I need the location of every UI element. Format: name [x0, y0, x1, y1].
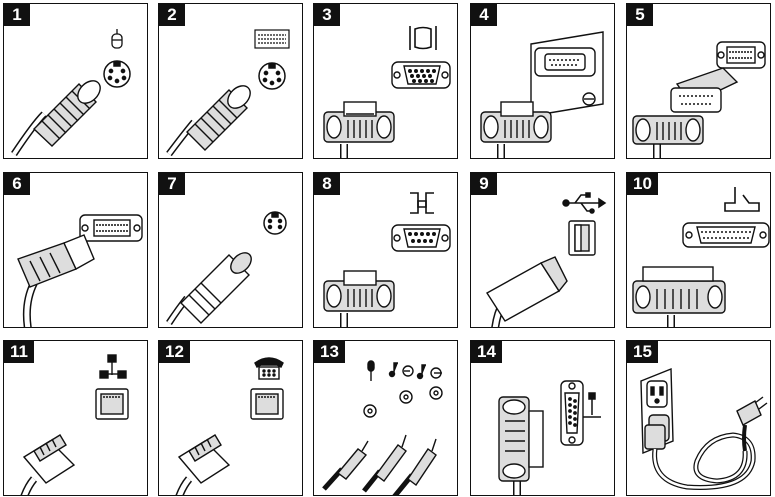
panel-dvi: 6 [3, 172, 148, 328]
vga-monitor-connector-illustration [314, 4, 458, 159]
audio-icon [368, 361, 442, 381]
ps2-keyboard-connector-illustration [159, 4, 303, 159]
joystick-icon [583, 393, 601, 417]
s-video-icon [264, 212, 286, 234]
printer-icon [725, 187, 759, 211]
rj45-plug [24, 435, 74, 496]
vga-port-icon [392, 62, 450, 88]
s-video-plug [169, 249, 255, 323]
panel-serial: 8 [313, 172, 458, 328]
phone-icon [255, 358, 283, 379]
mouse-icon [112, 29, 122, 48]
panel-phone: 12 [158, 340, 303, 496]
serial-plug [324, 271, 394, 328]
vga-adapter-icon [531, 32, 603, 116]
usb-port-icon [569, 221, 595, 255]
rj11-port-icon [251, 389, 283, 419]
panel-keyboard: 2 [158, 3, 303, 159]
ethernet-icon [100, 355, 126, 378]
serial-connector-illustration [314, 173, 458, 328]
serial-icon [410, 193, 434, 213]
s-video-connector-illustration [159, 173, 303, 328]
panel-audio: 13 [313, 340, 458, 496]
usb-plug [487, 257, 567, 328]
rj45-port-icon [96, 389, 128, 419]
ps2-port-icon [104, 61, 130, 87]
audio-jacks [364, 387, 442, 417]
dvi-connector-illustration [4, 173, 148, 328]
panel-power: 15 [626, 340, 771, 496]
dvi-adapter-connector-illustration [627, 4, 771, 159]
ps2-plug [14, 76, 105, 154]
vga-plug [633, 116, 703, 159]
serial-port-icon [392, 225, 450, 251]
game-port-icon [561, 381, 583, 445]
panel-dvi-adapter: 5 [626, 3, 771, 159]
dvi-adapter-icon [671, 42, 765, 112]
parallel-port-icon [683, 223, 769, 247]
rj11-plug [179, 435, 229, 496]
panel-printer: 10 [626, 172, 771, 328]
ps2-plug [169, 81, 255, 154]
vga-adapter-connector-illustration [471, 4, 615, 159]
panel-s-video: 7 [158, 172, 303, 328]
monitor-icon [410, 26, 436, 50]
vga-plug [324, 102, 394, 159]
game-port-connector-illustration [471, 341, 615, 496]
parallel-plug [633, 267, 725, 328]
panel-joystick: 14 [470, 340, 615, 496]
power-connector-illustration [627, 341, 771, 496]
ps2-mouse-connector-illustration [4, 4, 148, 159]
audio-plugs [324, 435, 436, 496]
phone-modem-connector-illustration [159, 341, 303, 496]
ps2-port-icon [259, 63, 285, 89]
keyboard-icon [255, 30, 289, 48]
panel-monitor: 3 [313, 3, 458, 159]
ethernet-connector-illustration [4, 341, 148, 496]
panel-ethernet: 11 [3, 340, 148, 496]
panel-mouse: 1 [3, 3, 148, 159]
usb-icon [563, 193, 605, 213]
audio-connector-illustration [314, 341, 458, 496]
game-port-plug [499, 397, 543, 496]
usb-connector-illustration [471, 173, 615, 328]
panel-video-card: 4 [470, 3, 615, 159]
panel-usb: 9 [470, 172, 615, 328]
dvi-plug [18, 235, 94, 328]
dvi-icon [80, 215, 142, 241]
parallel-printer-connector-illustration [627, 173, 771, 328]
